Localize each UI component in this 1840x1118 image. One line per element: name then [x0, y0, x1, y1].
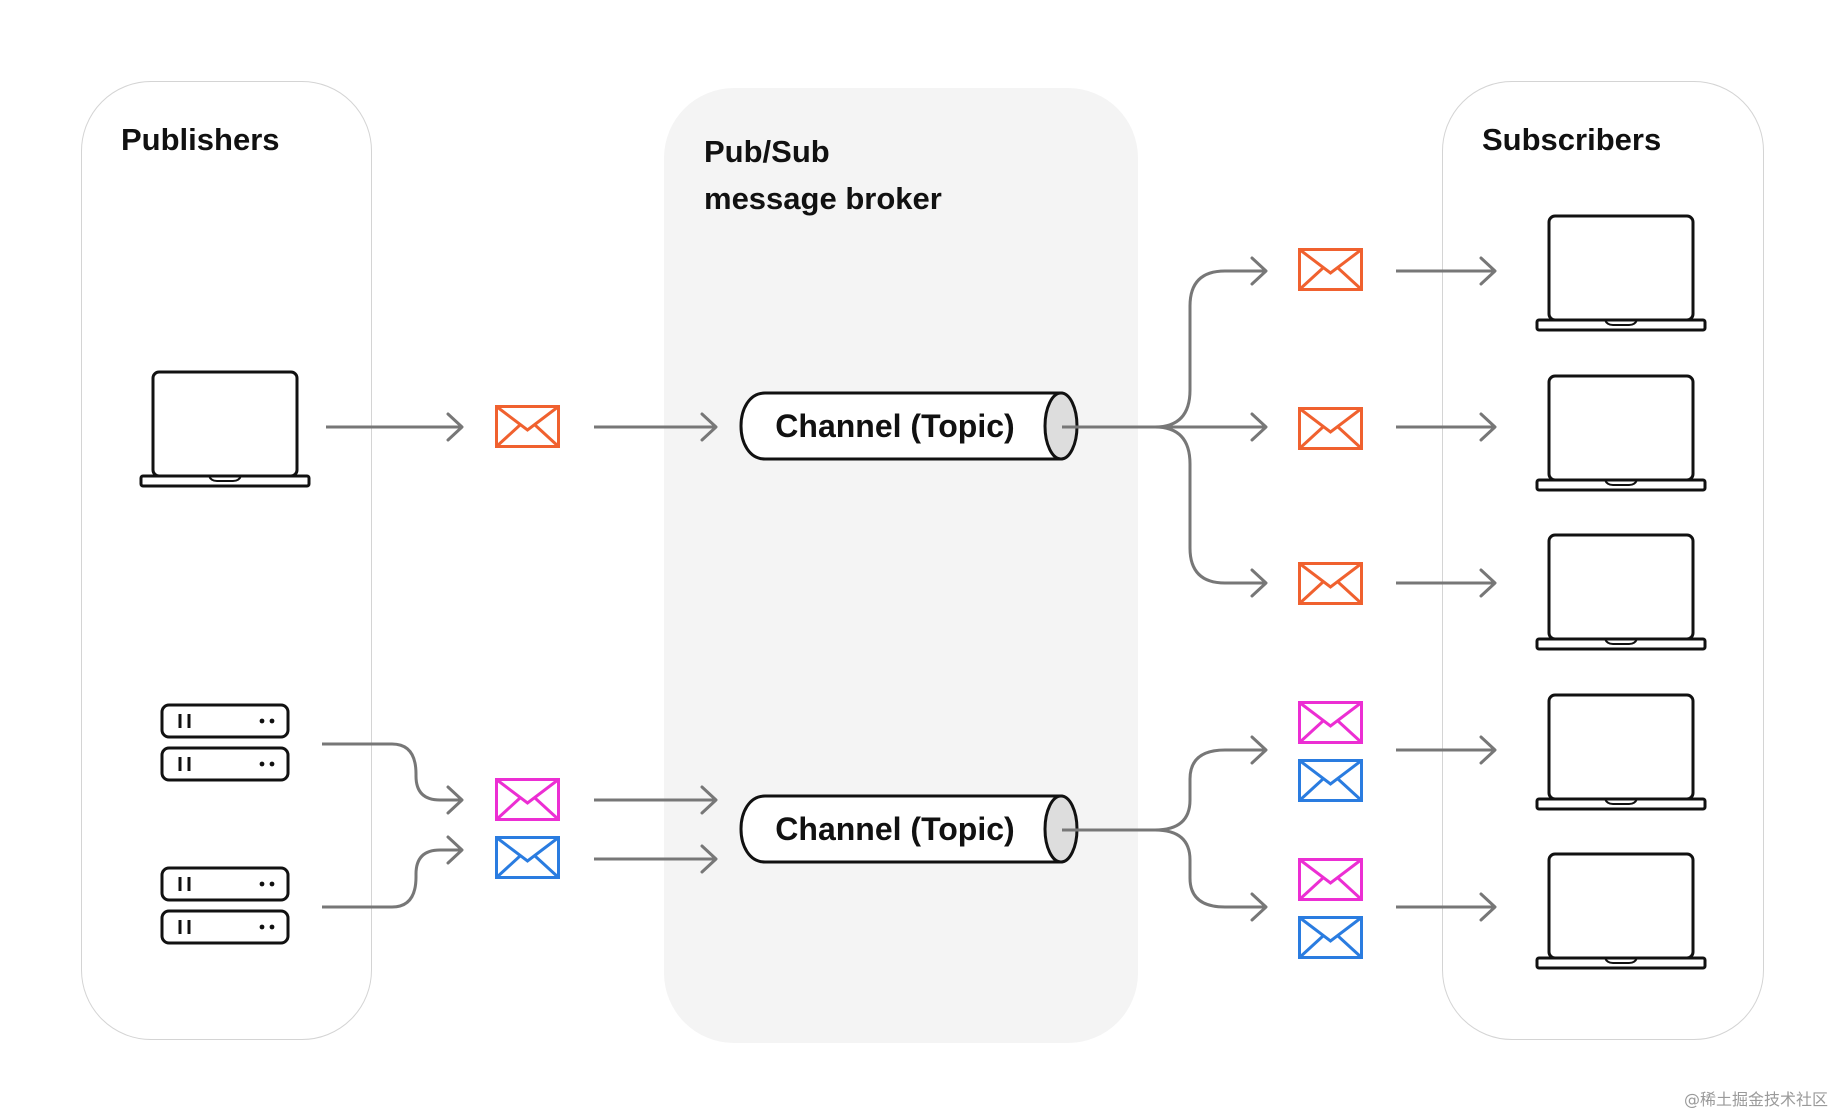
arrow	[1396, 412, 1497, 442]
message-envelope-icon	[1298, 562, 1363, 605]
message-envelope-icon	[1298, 916, 1363, 959]
broker-heading: Pub/Sub message broker	[704, 128, 942, 222]
message-envelope-icon	[1298, 248, 1363, 291]
arrow	[1396, 892, 1497, 922]
publisher-server-icon	[162, 705, 288, 780]
arrow	[1396, 256, 1497, 286]
channel-topic-2: Channel (Topic)	[739, 794, 1079, 864]
fanout-lines	[1062, 748, 1265, 909]
arrow	[594, 844, 718, 874]
publisher-laptop-icon	[139, 370, 311, 488]
message-envelope-icon	[1298, 701, 1363, 744]
publishers-heading: Publishers	[121, 122, 280, 157]
subscriber-laptop-icon	[1535, 693, 1707, 811]
subscriber-laptop-icon	[1535, 533, 1707, 651]
message-envelope-icon	[1298, 407, 1363, 450]
arrow	[1396, 735, 1497, 765]
broker-heading-line2: message broker	[704, 181, 942, 216]
channel-label: Channel (Topic)	[775, 811, 1014, 847]
message-envelope-icon	[495, 405, 560, 448]
subscribers-heading: Subscribers	[1482, 122, 1662, 157]
fanout-lines	[1062, 269, 1265, 585]
channel-topic-1: Channel (Topic)	[739, 391, 1079, 461]
broker-heading-line1: Pub/Sub	[704, 134, 830, 169]
arrow	[322, 835, 464, 909]
subscriber-laptop-icon	[1535, 214, 1707, 332]
arrow	[594, 412, 718, 442]
channel-label: Channel (Topic)	[775, 408, 1014, 444]
watermark: @稀土掘金技术社区	[1683, 1090, 1828, 1109]
message-broker-panel	[664, 88, 1138, 1043]
arrow	[1396, 568, 1497, 598]
message-envelope-icon	[495, 778, 560, 821]
publisher-server-icon	[162, 868, 288, 943]
message-envelope-icon	[1298, 858, 1363, 901]
subscriber-laptop-icon	[1535, 852, 1707, 970]
message-envelope-icon	[1298, 759, 1363, 802]
message-envelope-icon	[495, 836, 560, 879]
arrow	[326, 412, 464, 442]
arrow	[322, 742, 464, 815]
subscriber-laptop-icon	[1535, 374, 1707, 492]
arrow	[594, 785, 718, 815]
